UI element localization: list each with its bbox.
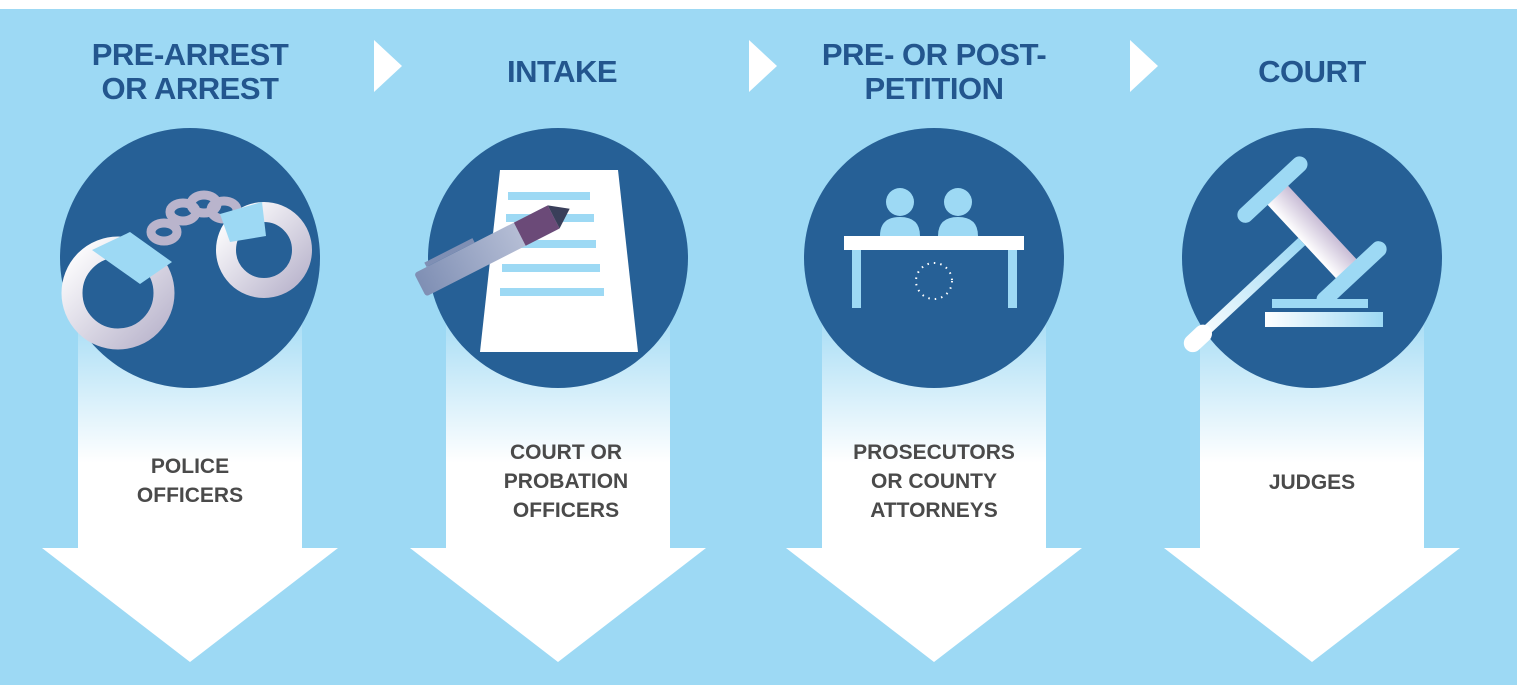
chevron-right-icon — [374, 40, 402, 92]
stage-title-court: COURT — [1258, 54, 1366, 89]
chevron-right-icon — [749, 40, 777, 92]
handcuffs-icon — [61, 190, 312, 350]
gavel-icon — [1183, 156, 1387, 353]
stage-title-petition: PRE- OR POST- PETITION — [821, 37, 1047, 106]
stage-title-intake: INTAKE — [506, 54, 618, 89]
document-pen-icon — [415, 170, 638, 352]
chevron-right-icon — [1130, 40, 1158, 92]
role-label-police: POLICE OFFICERS — [136, 455, 244, 507]
role-label-judges: JUDGES — [1268, 471, 1356, 494]
arrow-down-4 — [1164, 300, 1460, 662]
role-label-probation: COURT OR PROBATION OFFICERS — [503, 441, 629, 522]
stage-title-pre-arrest: PRE-ARREST OR ARREST — [91, 37, 289, 106]
stage-circle-3 — [804, 128, 1064, 388]
arrow-down-1 — [42, 300, 338, 662]
stage-circle-1 — [60, 128, 320, 388]
meeting-table-icon — [844, 188, 1024, 308]
arrow-down-2 — [410, 300, 706, 662]
stage-circle-4 — [1182, 128, 1442, 388]
role-label-prosecutors: PROSECUTORS OR COUNTY ATTORNEYS — [853, 441, 1015, 522]
arrow-down-3 — [786, 300, 1082, 662]
